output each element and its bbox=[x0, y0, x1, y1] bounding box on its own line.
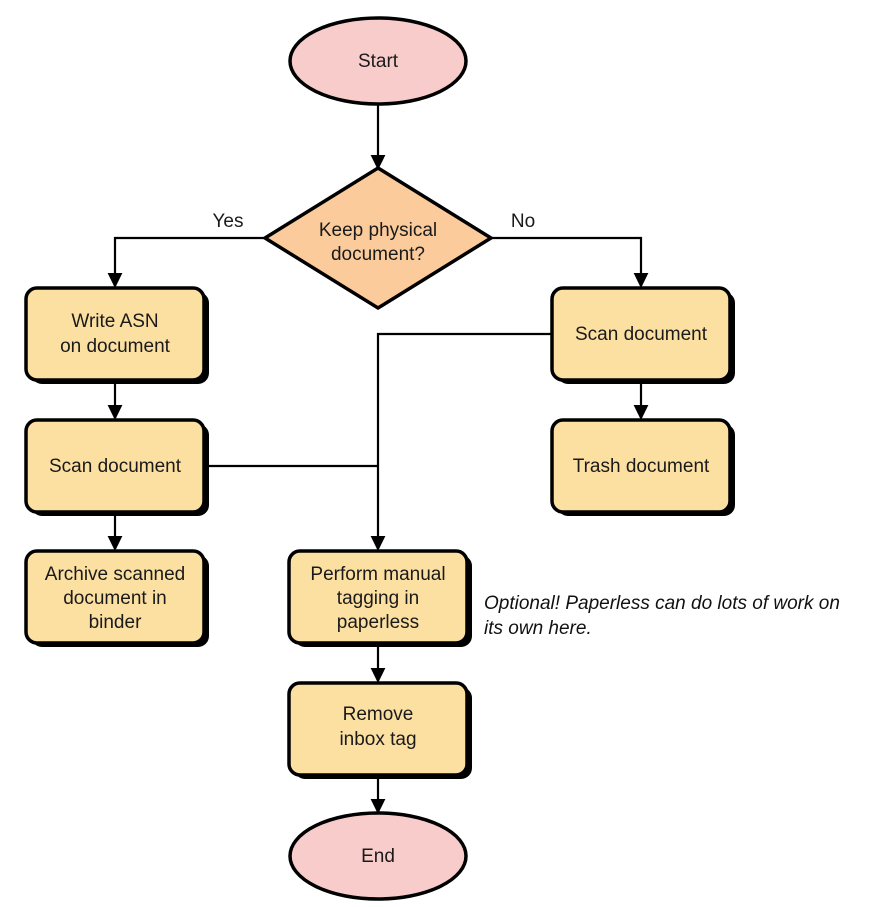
node-start[interactable]: Start bbox=[288, 16, 468, 106]
node-trash-document[interactable]: Trash document bbox=[550, 418, 735, 516]
archive-box bbox=[24, 549, 206, 645]
edge-label-yes: Yes bbox=[213, 211, 244, 232]
node-scan-document-right[interactable]: Scan document bbox=[550, 286, 735, 384]
decision-label-line1: Keep physical bbox=[319, 220, 437, 241]
edge-decision-no-to-scan-right bbox=[491, 236, 649, 289]
node-scan-document-left[interactable]: Scan document bbox=[24, 418, 209, 516]
write-asn-label-line1: Write ASN bbox=[71, 311, 158, 332]
write-asn-label-line2: on document bbox=[60, 336, 171, 357]
tagging-label-line2: tagging in bbox=[337, 588, 419, 609]
note-line2: its own here. bbox=[484, 618, 592, 639]
scan-left-box bbox=[24, 418, 206, 514]
edge-decision-yes-to-write-asn bbox=[107, 236, 265, 289]
end-ellipse bbox=[288, 811, 468, 901]
trash-box bbox=[550, 418, 732, 514]
node-remove-inbox-tag[interactable]: Remove inbox tag bbox=[287, 681, 472, 779]
scan-right-box bbox=[550, 286, 732, 382]
remove-tag-label-line1: Remove bbox=[343, 704, 414, 725]
decision-diamond bbox=[261, 165, 495, 311]
archive-label-line1: Archive scanned bbox=[45, 564, 185, 585]
note-optional-paperless: Optional! Paperless can do lots of work … bbox=[484, 593, 840, 639]
scan-right-label: Scan document bbox=[575, 324, 708, 345]
node-end[interactable]: End bbox=[288, 811, 468, 901]
node-archive-scanned-document[interactable]: Archive scanned document in binder bbox=[24, 549, 209, 647]
node-perform-manual-tagging[interactable]: Perform manual tagging in paperless bbox=[287, 549, 472, 647]
tagging-label-line1: Perform manual bbox=[310, 564, 445, 585]
decision-label-line2: document? bbox=[331, 244, 425, 265]
node-decision-keep-physical-document[interactable]: Keep physical document? bbox=[261, 165, 495, 311]
remove-tag-box bbox=[287, 681, 469, 777]
trash-label: Trash document bbox=[573, 456, 710, 477]
edge-scan-right-to-tagging bbox=[370, 332, 552, 552]
start-label: Start bbox=[358, 51, 399, 72]
scan-left-label: Scan document bbox=[49, 456, 182, 477]
archive-label-line3: binder bbox=[89, 612, 142, 633]
start-ellipse bbox=[288, 16, 468, 106]
tagging-label-line3: paperless bbox=[337, 612, 419, 633]
node-write-asn[interactable]: Write ASN on document bbox=[24, 286, 209, 384]
edge-label-no: No bbox=[511, 211, 535, 232]
remove-tag-label-line2: inbox tag bbox=[339, 729, 416, 750]
write-asn-box bbox=[24, 286, 206, 382]
archive-label-line2: document in bbox=[63, 588, 167, 609]
note-line1: Optional! Paperless can do lots of work … bbox=[484, 593, 840, 614]
tagging-box bbox=[287, 549, 469, 645]
end-label: End bbox=[361, 846, 395, 867]
